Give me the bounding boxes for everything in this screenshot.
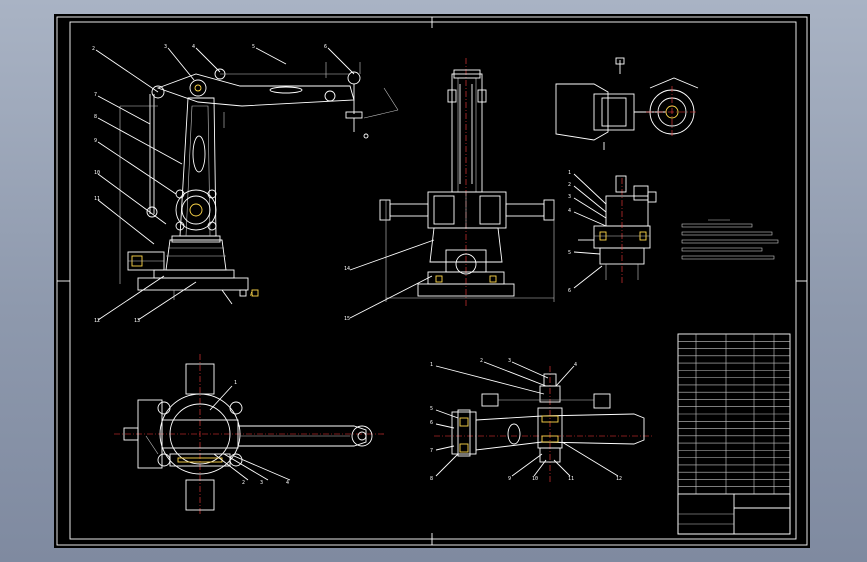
title-block: [677, 333, 791, 535]
inner-border: [69, 21, 797, 540]
svg-text:3: 3: [508, 358, 511, 364]
svg-text:7: 7: [430, 448, 433, 454]
svg-text:10: 10: [94, 170, 100, 176]
svg-text:8: 8: [430, 476, 433, 482]
svg-text:14: 14: [344, 266, 350, 272]
svg-text:1: 1: [430, 362, 433, 368]
svg-text:11: 11: [568, 476, 574, 482]
svg-text:15: 15: [344, 316, 350, 322]
svg-text:6: 6: [324, 44, 327, 50]
svg-text:4: 4: [192, 44, 195, 50]
svg-text:5: 5: [252, 44, 255, 50]
outer-border: [56, 16, 808, 546]
plan-view: 1 2 3 4: [114, 354, 384, 514]
technical-notes: [681, 219, 779, 260]
svg-text:7: 7: [94, 92, 97, 98]
svg-text:2: 2: [242, 480, 245, 486]
detail-mid-right-view: 1 2 3 4 5 6: [568, 170, 657, 294]
svg-text:10: 10: [532, 476, 538, 482]
svg-text:11: 11: [94, 196, 100, 202]
svg-text:5: 5: [430, 406, 433, 412]
svg-text:2: 2: [92, 46, 95, 52]
svg-text:13: 13: [134, 318, 140, 324]
svg-text:A: A: [250, 292, 253, 298]
svg-text:3: 3: [260, 480, 263, 486]
svg-text:9: 9: [508, 476, 511, 482]
svg-text:3: 3: [164, 44, 167, 50]
side-elevation-view: 2 3 4 5 6 7 8 9 10 11 12 13 A: [92, 44, 399, 324]
svg-text:1: 1: [568, 170, 571, 176]
svg-text:6: 6: [568, 288, 571, 294]
svg-text:4: 4: [574, 362, 577, 368]
svg-text:5: 5: [568, 250, 571, 256]
front-elevation-view: 14 15: [344, 58, 555, 322]
svg-text:12: 12: [616, 476, 622, 482]
svg-text:2: 2: [480, 358, 483, 364]
detail-top-right-view: [555, 57, 699, 150]
svg-text:3: 3: [568, 194, 571, 200]
svg-text:4: 4: [568, 208, 571, 214]
svg-text:4: 4: [286, 480, 289, 486]
svg-text:6: 6: [430, 420, 433, 426]
svg-text:12: 12: [94, 318, 100, 324]
svg-text:9: 9: [94, 138, 97, 144]
svg-text:2: 2: [568, 182, 571, 188]
svg-text:1: 1: [234, 380, 237, 386]
svg-text:8: 8: [94, 114, 97, 120]
